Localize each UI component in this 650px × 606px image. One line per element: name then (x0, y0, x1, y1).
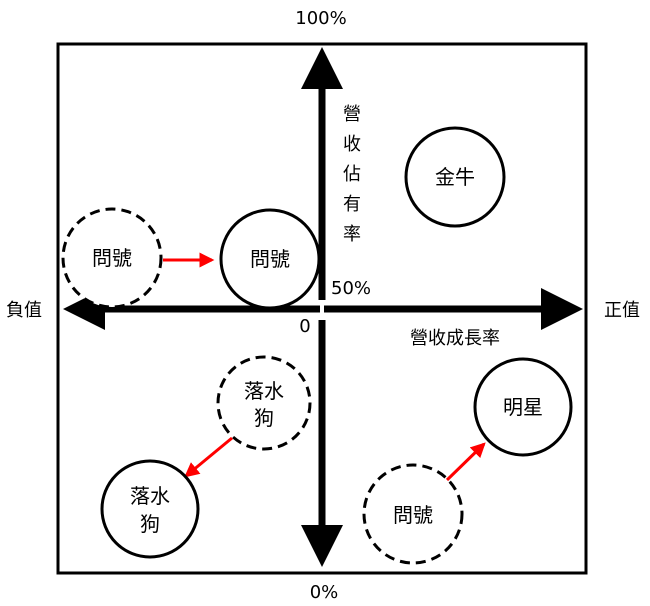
y-bottom-label: 0% (310, 582, 339, 603)
y-mid-label: 50% (331, 278, 371, 299)
x-left-label: 負值 (6, 300, 42, 321)
question-mark-2-old-circle (362, 463, 464, 565)
cash-cow-circle (404, 126, 506, 228)
question-mark-new-circle (219, 208, 321, 310)
y-axis-title-char: 有 (343, 194, 361, 215)
y-axis-title-char: 率 (343, 224, 361, 245)
y-axis-title-char: 收 (343, 134, 361, 155)
y-axis-title-char: 佔 (343, 164, 361, 185)
dog-old-label-line1: 落水 (244, 379, 284, 403)
star-new-label: 明星 (503, 395, 543, 419)
x-right-label: 正值 (604, 300, 640, 321)
star-new-circle (473, 357, 573, 457)
x-axis-title: 營收成長率 (410, 328, 500, 349)
y-top-label: 100% (295, 8, 346, 29)
question-mark-old-label: 問號 (92, 246, 132, 270)
origin-label: 0 (299, 316, 310, 337)
dog-new-circle (100, 459, 200, 559)
question-mark-new-label: 問號 (250, 247, 290, 271)
dog-new-label-line1: 落水 (130, 484, 170, 508)
star-move-arrow (445, 442, 486, 482)
y-axis-title-char: 營 (343, 104, 361, 125)
question-mark-2-old-label: 問號 (393, 503, 433, 527)
question-mark-old-circle (61, 207, 163, 309)
dog-new-label-line2: 狗 (140, 512, 160, 536)
dog-move-arrow (184, 436, 233, 478)
matrix-border (56, 42, 588, 575)
dog-old-label-line2: 狗 (254, 406, 274, 430)
cash-cow-label: 金牛 (435, 165, 475, 189)
dog-old-circle (216, 355, 312, 451)
